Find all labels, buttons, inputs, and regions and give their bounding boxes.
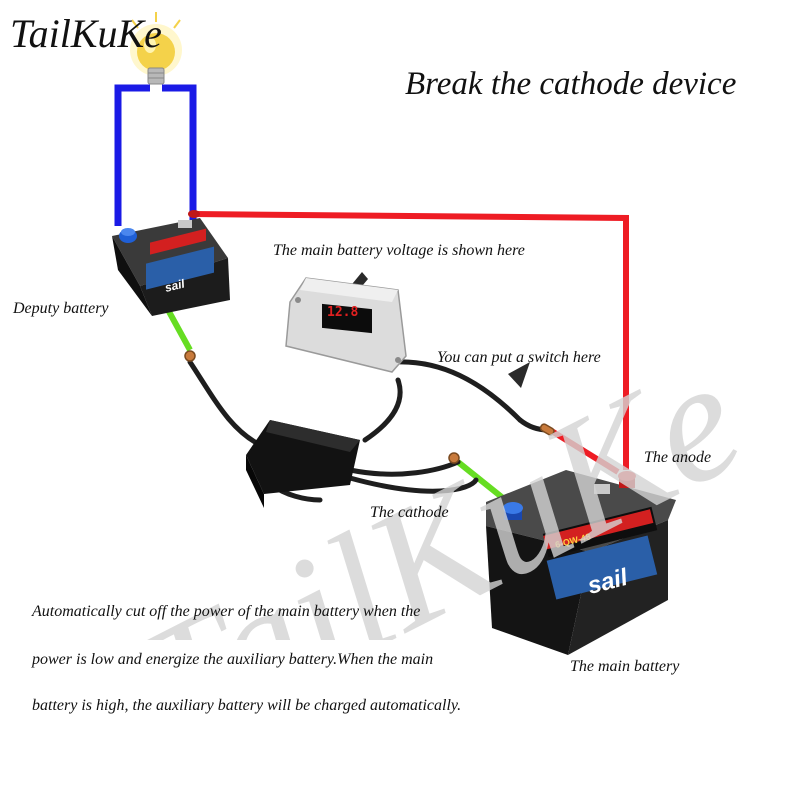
lamp-wire [114,84,197,226]
positive-wire [192,211,629,475]
deputy-negative-terminal [119,228,137,243]
main-negative-terminal [503,502,523,520]
description-line: power is low and energize the auxiliary … [32,651,434,668]
label-main-battery: The main battery [570,658,680,675]
label-deputy-battery: Deputy battery [13,300,109,317]
description-line: Automatically cut off the power of the m… [32,603,421,620]
deputy-battery [112,218,230,316]
deputy-battery-brand: sail [163,276,186,295]
voltage-readout: 12.8 [327,305,358,320]
deputy-positive-terminal [188,210,200,218]
light-bulb-icon [130,12,182,85]
ring-terminal-icon [184,350,555,464]
label-switch: You can put a switch here [437,349,601,366]
label-anode: The anode [644,449,712,466]
label-voltage-display: The main battery voltage is shown here [273,242,525,259]
black-cables [187,359,551,503]
main-positive-terminal [618,471,636,488]
main-battery [486,470,676,655]
brand-logo-text: TailKuKe [10,11,162,56]
relay-box [246,420,360,508]
description-line: battery is high, the auxiliary battery w… [32,697,462,714]
label-cathode: The cathode [370,504,449,521]
voltage-display-box [285,277,407,373]
page-title: Break the cathode device [405,66,737,102]
